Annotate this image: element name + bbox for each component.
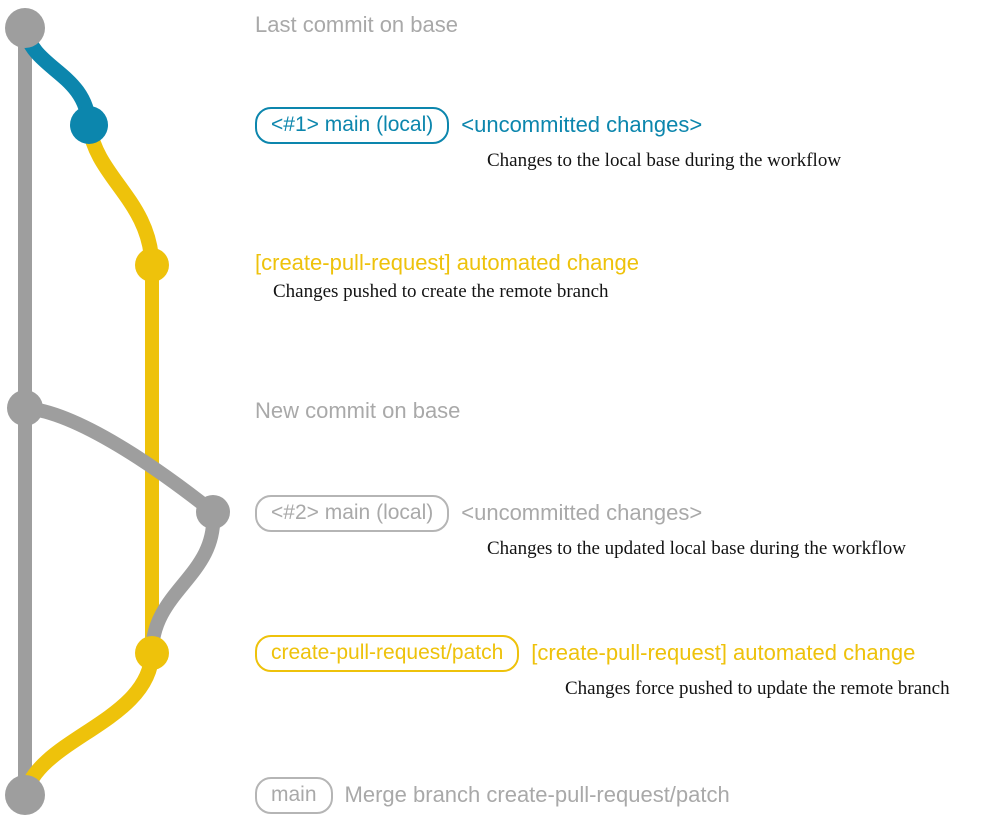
commit-subject-automated-1: [create-pull-request] automated change: [255, 250, 640, 275]
node-base-head: [5, 8, 45, 48]
row-local-2-main: <#2> main (local) <uncommitted changes>: [255, 495, 981, 533]
branch-pill-main-local-2[interactable]: <#2> main (local): [255, 495, 450, 533]
new-commit-label: New commit on base: [255, 398, 461, 423]
row-automated-1-main: [create-pull-request] automated change: [255, 250, 981, 275]
node-merge-commit: [5, 775, 45, 815]
row-new-commit-main: New commit on base: [255, 398, 981, 424]
node-local-commit-1: [70, 106, 108, 144]
local-branch-line-2: [18, 401, 220, 519]
local-merge-line-2: [145, 505, 221, 660]
commit-note-local-1: Changes to the local base during the wor…: [487, 150, 842, 172]
node-base-new-commit: [7, 390, 43, 426]
patch-merge-line: [17, 645, 160, 803]
row-merge-commit: main Merge branch create-pull-request/pa…: [255, 777, 981, 815]
row-last-commit-main: Last commit on base: [255, 12, 981, 38]
commit-note-automated-1: Changes pushed to create the remote bran…: [273, 281, 609, 303]
node-patch-commit-1: [135, 248, 169, 282]
row-automated-2-main: create-pull-request/patch [create-pull-r…: [255, 635, 981, 673]
branch-pill-main[interactable]: main: [255, 777, 333, 815]
row-new-commit-on-base: New commit on base: [255, 398, 981, 424]
row-local-commit-1: <#1> main (local) <uncommitted changes> …: [255, 107, 981, 172]
commit-subject-local-2: <uncommitted changes>: [461, 500, 703, 526]
branch-pill-create-pull-request-patch[interactable]: create-pull-request/patch: [255, 635, 520, 673]
row-merge-main: main Merge branch create-pull-request/pa…: [255, 777, 981, 815]
row-local-1-main: <#1> main (local) <uncommitted changes>: [255, 107, 981, 145]
row-automated-change-2: create-pull-request/patch [create-pull-r…: [255, 635, 981, 700]
commit-note-local-2: Changes to the updated local base during…: [487, 538, 906, 560]
branch-pill-main-local-1[interactable]: <#1> main (local): [255, 107, 450, 145]
row-local-commit-2: <#2> main (local) <uncommitted changes> …: [255, 495, 981, 560]
commit-subject-automated-2: [create-pull-request] automated change: [531, 640, 916, 666]
last-commit-label: Last commit on base: [255, 12, 458, 37]
row-last-commit-on-base: Last commit on base: [255, 12, 981, 38]
commit-subject-local-1: <uncommitted changes>: [461, 112, 703, 138]
commit-subject-merge: Merge branch create-pull-request/patch: [344, 782, 730, 808]
node-local-commit-2: [196, 495, 230, 529]
row-automated-change-1: [create-pull-request] automated change C…: [255, 250, 981, 303]
commit-note-automated-2: Changes force pushed to update the remot…: [565, 678, 950, 700]
node-patch-commit-2: [135, 636, 169, 670]
